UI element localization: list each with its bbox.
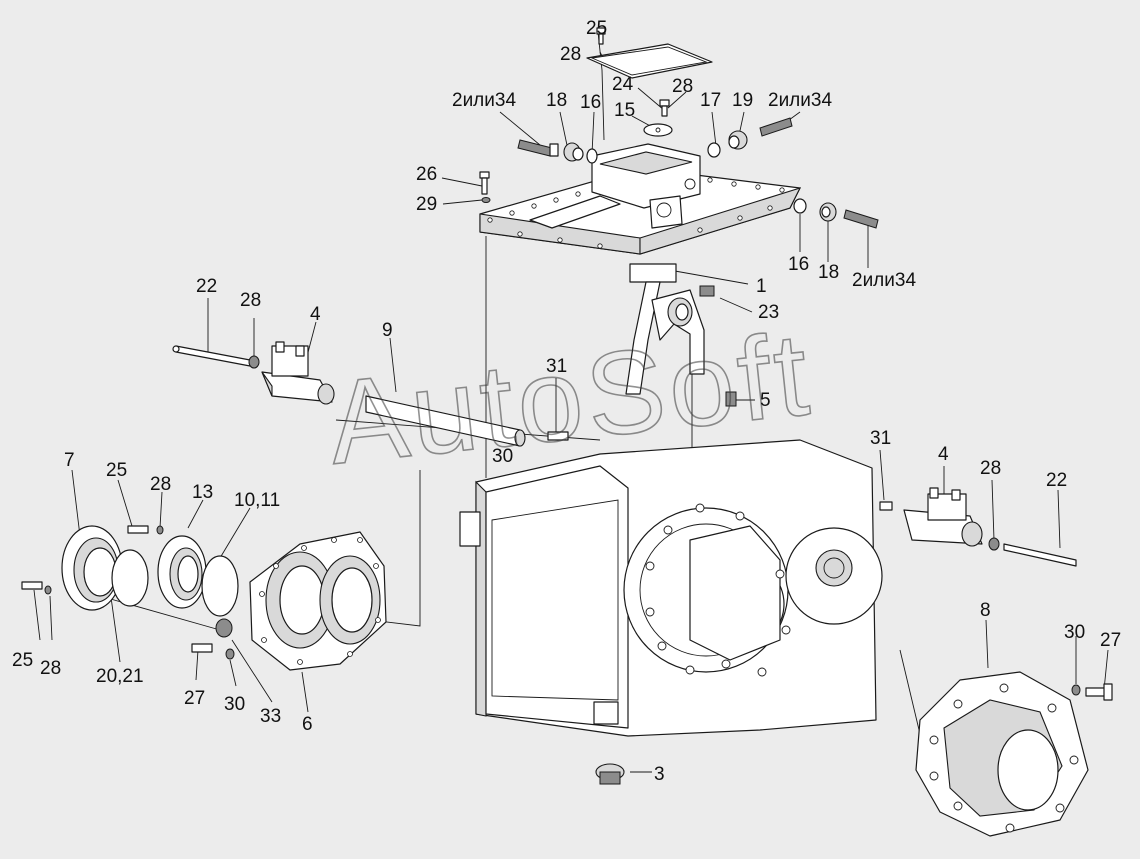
washer-30-right [1071, 684, 1081, 696]
callout-8: 8 [980, 600, 991, 621]
bolt-25-top [596, 27, 606, 45]
seal-ring-20-21 [111, 549, 149, 607]
bolt-26 [479, 171, 490, 195]
pin-31-right [879, 501, 893, 511]
front-cover-6 [249, 531, 387, 671]
callout-16-left: 16 [580, 92, 601, 113]
callout-31-right: 31 [870, 428, 891, 449]
nut-28-left [248, 355, 260, 369]
ring-16-right [793, 198, 807, 214]
cap-19 [728, 130, 748, 150]
callout-25-mid: 25 [106, 460, 127, 481]
bolt-24 [659, 99, 670, 117]
shift-rod-9 [365, 395, 526, 447]
callout-5: 5 [760, 390, 771, 411]
callout-29: 29 [416, 194, 437, 215]
callout-labels: 25 28 24 28 15 2или34 18 16 17 19 2или34… [12, 18, 1121, 785]
callout-27-right: 27 [1100, 630, 1121, 651]
callout-30-mid: 30 [492, 446, 513, 467]
seal-ring-10-11 [201, 555, 239, 617]
shift-fork [625, 263, 705, 395]
callout-28-top: 28 [560, 44, 581, 65]
stud-2or34-left [517, 139, 559, 157]
washer-30-low [225, 648, 235, 660]
callout-6: 6 [302, 714, 313, 735]
callout-25-low: 25 [12, 650, 33, 671]
washer-29 [481, 197, 491, 203]
callout-22-left: 22 [196, 276, 217, 297]
callout-9: 9 [382, 320, 393, 341]
callout-13: 13 [192, 482, 213, 503]
callout-31-mid: 31 [546, 356, 567, 377]
cap-18-right [819, 202, 837, 222]
callout-20-21: 20,21 [96, 666, 144, 687]
callout-28-left: 28 [240, 290, 261, 311]
cylinder-4-left [261, 341, 335, 405]
callout-1: 1 [756, 276, 767, 297]
callout-17: 17 [700, 90, 721, 111]
callout-4-right: 4 [938, 444, 949, 465]
stud-2or34-right [759, 117, 793, 137]
bolt-25-low [21, 581, 43, 590]
bolt-27-right [1085, 683, 1113, 701]
callout-28-cover: 28 [672, 76, 693, 97]
bolt-27-low [191, 643, 213, 653]
cylinder-4-right [903, 487, 983, 547]
callout-7: 7 [64, 450, 75, 471]
pin-31-mid [547, 431, 569, 441]
rear-cover-8 [915, 671, 1089, 837]
cap-18-left [563, 142, 584, 162]
flange-7 [61, 525, 123, 611]
cover-13 [157, 535, 207, 609]
tie-rod-22-right [1003, 543, 1077, 567]
callout-18-right: 18 [818, 262, 839, 283]
callout-10-11: 10,11 [234, 490, 280, 511]
callout-28-mid: 28 [150, 474, 171, 495]
top-cover-plate [586, 43, 713, 79]
bolt-25-mid [127, 525, 149, 534]
callout-16-right: 16 [788, 254, 809, 275]
ring-16-left [586, 148, 598, 164]
shift-housing [479, 143, 802, 255]
callout-28-low: 28 [40, 658, 61, 679]
plug-33 [215, 618, 233, 638]
nut-28-right [988, 537, 1000, 551]
callout-28-right: 28 [980, 458, 1001, 479]
stud-2or34-right2 [843, 209, 879, 229]
callout-33: 33 [260, 706, 281, 727]
callout-2or34-right: 2или34 [768, 90, 832, 111]
callout-30-low: 30 [224, 694, 245, 715]
callout-19: 19 [732, 90, 753, 111]
callout-26: 26 [416, 164, 437, 185]
ring-17 [707, 142, 721, 158]
callout-27-low: 27 [184, 688, 205, 709]
plate-15 [643, 123, 673, 137]
callout-25-top: 25 [586, 18, 607, 39]
gearbox-housing [459, 439, 883, 737]
callout-4-left: 4 [310, 304, 321, 325]
washer-28-low [44, 585, 52, 595]
callout-2or34-right2: 2или34 [852, 270, 916, 291]
callout-23: 23 [758, 302, 779, 323]
callout-22-right: 22 [1046, 470, 1067, 491]
washer-28-mid [156, 525, 164, 535]
callout-18-left: 18 [546, 90, 567, 111]
callout-2or34-left: 2или34 [452, 90, 516, 111]
bolt-23 [699, 285, 715, 297]
callout-24: 24 [612, 74, 634, 95]
callout-3: 3 [654, 764, 665, 785]
callout-30-right: 30 [1064, 622, 1085, 643]
drain-plug-3 [595, 763, 625, 785]
plug-5 [725, 391, 737, 407]
callout-15: 15 [614, 100, 635, 121]
